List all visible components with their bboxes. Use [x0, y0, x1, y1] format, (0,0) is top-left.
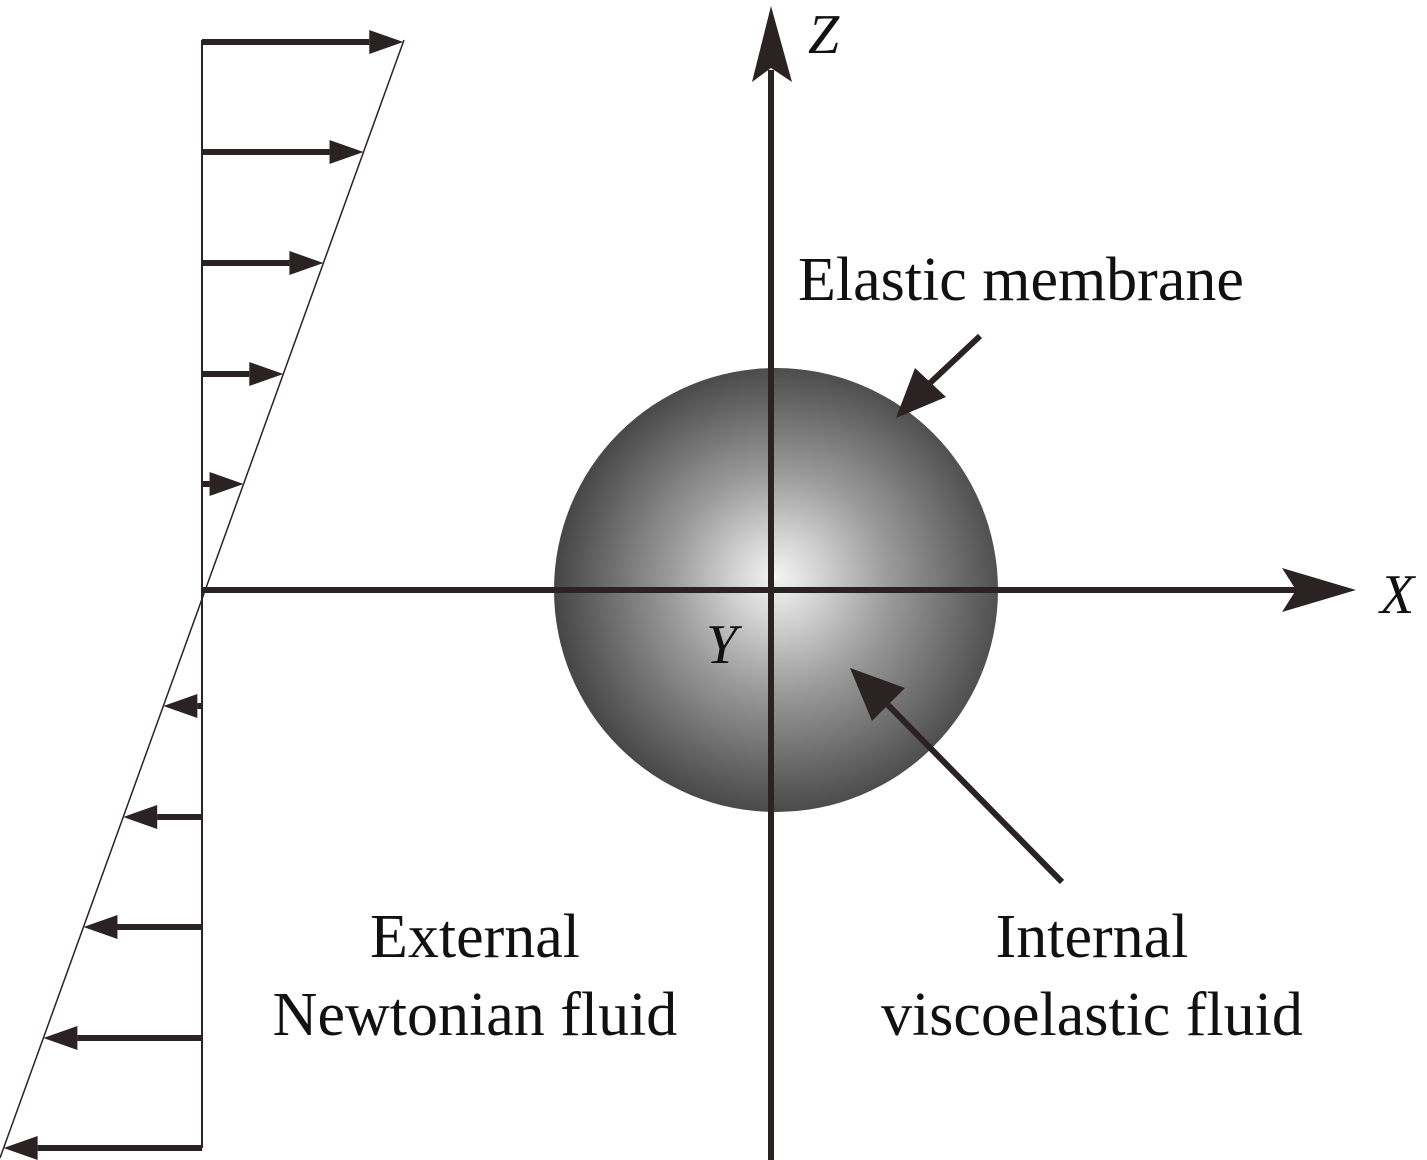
external-fluid-label-line2: Newtonian fluid [273, 981, 678, 1049]
velocity-arrow-right-5 [202, 472, 244, 496]
velocity-arrow-right-4 [202, 362, 284, 386]
y-axis-label: Y [706, 614, 743, 676]
velocity-arrow-right-2 [202, 140, 364, 164]
velocity-arrow-left-1 [163, 694, 202, 718]
lower-velocity-arrows [3, 694, 202, 1160]
velocity-arrow-right-1 [202, 30, 404, 54]
membrane-pointer-arrow [896, 333, 983, 418]
shear-flow-profile [0, 30, 405, 1160]
x-axis-label: X [1378, 564, 1417, 626]
velocity-arrow-left-2 [123, 805, 202, 829]
internal-fluid-label-line1: Internal [996, 903, 1189, 971]
velocity-arrow-left-4 [43, 1026, 202, 1050]
internal-fluid-label-line2: viscoelastic fluid [881, 981, 1303, 1049]
z-axis-arrowhead [752, 6, 792, 82]
z-axis-label: Z [808, 4, 840, 66]
elastic-membrane-label: Elastic membrane [798, 246, 1244, 314]
internal-fluid-pointer-arrow [850, 668, 1065, 885]
upper-velocity-arrows [202, 30, 404, 496]
coordinate-axes: X Y Z [202, 4, 1417, 1160]
velocity-arrow-right-3 [202, 251, 324, 275]
velocity-arrow-left-3 [83, 915, 202, 939]
x-axis-arrowhead [1282, 568, 1356, 612]
velocity-arrow-left-5 [3, 1136, 202, 1160]
profile-envelope-line [0, 39, 405, 1159]
external-fluid-label-line1: External [370, 903, 580, 971]
